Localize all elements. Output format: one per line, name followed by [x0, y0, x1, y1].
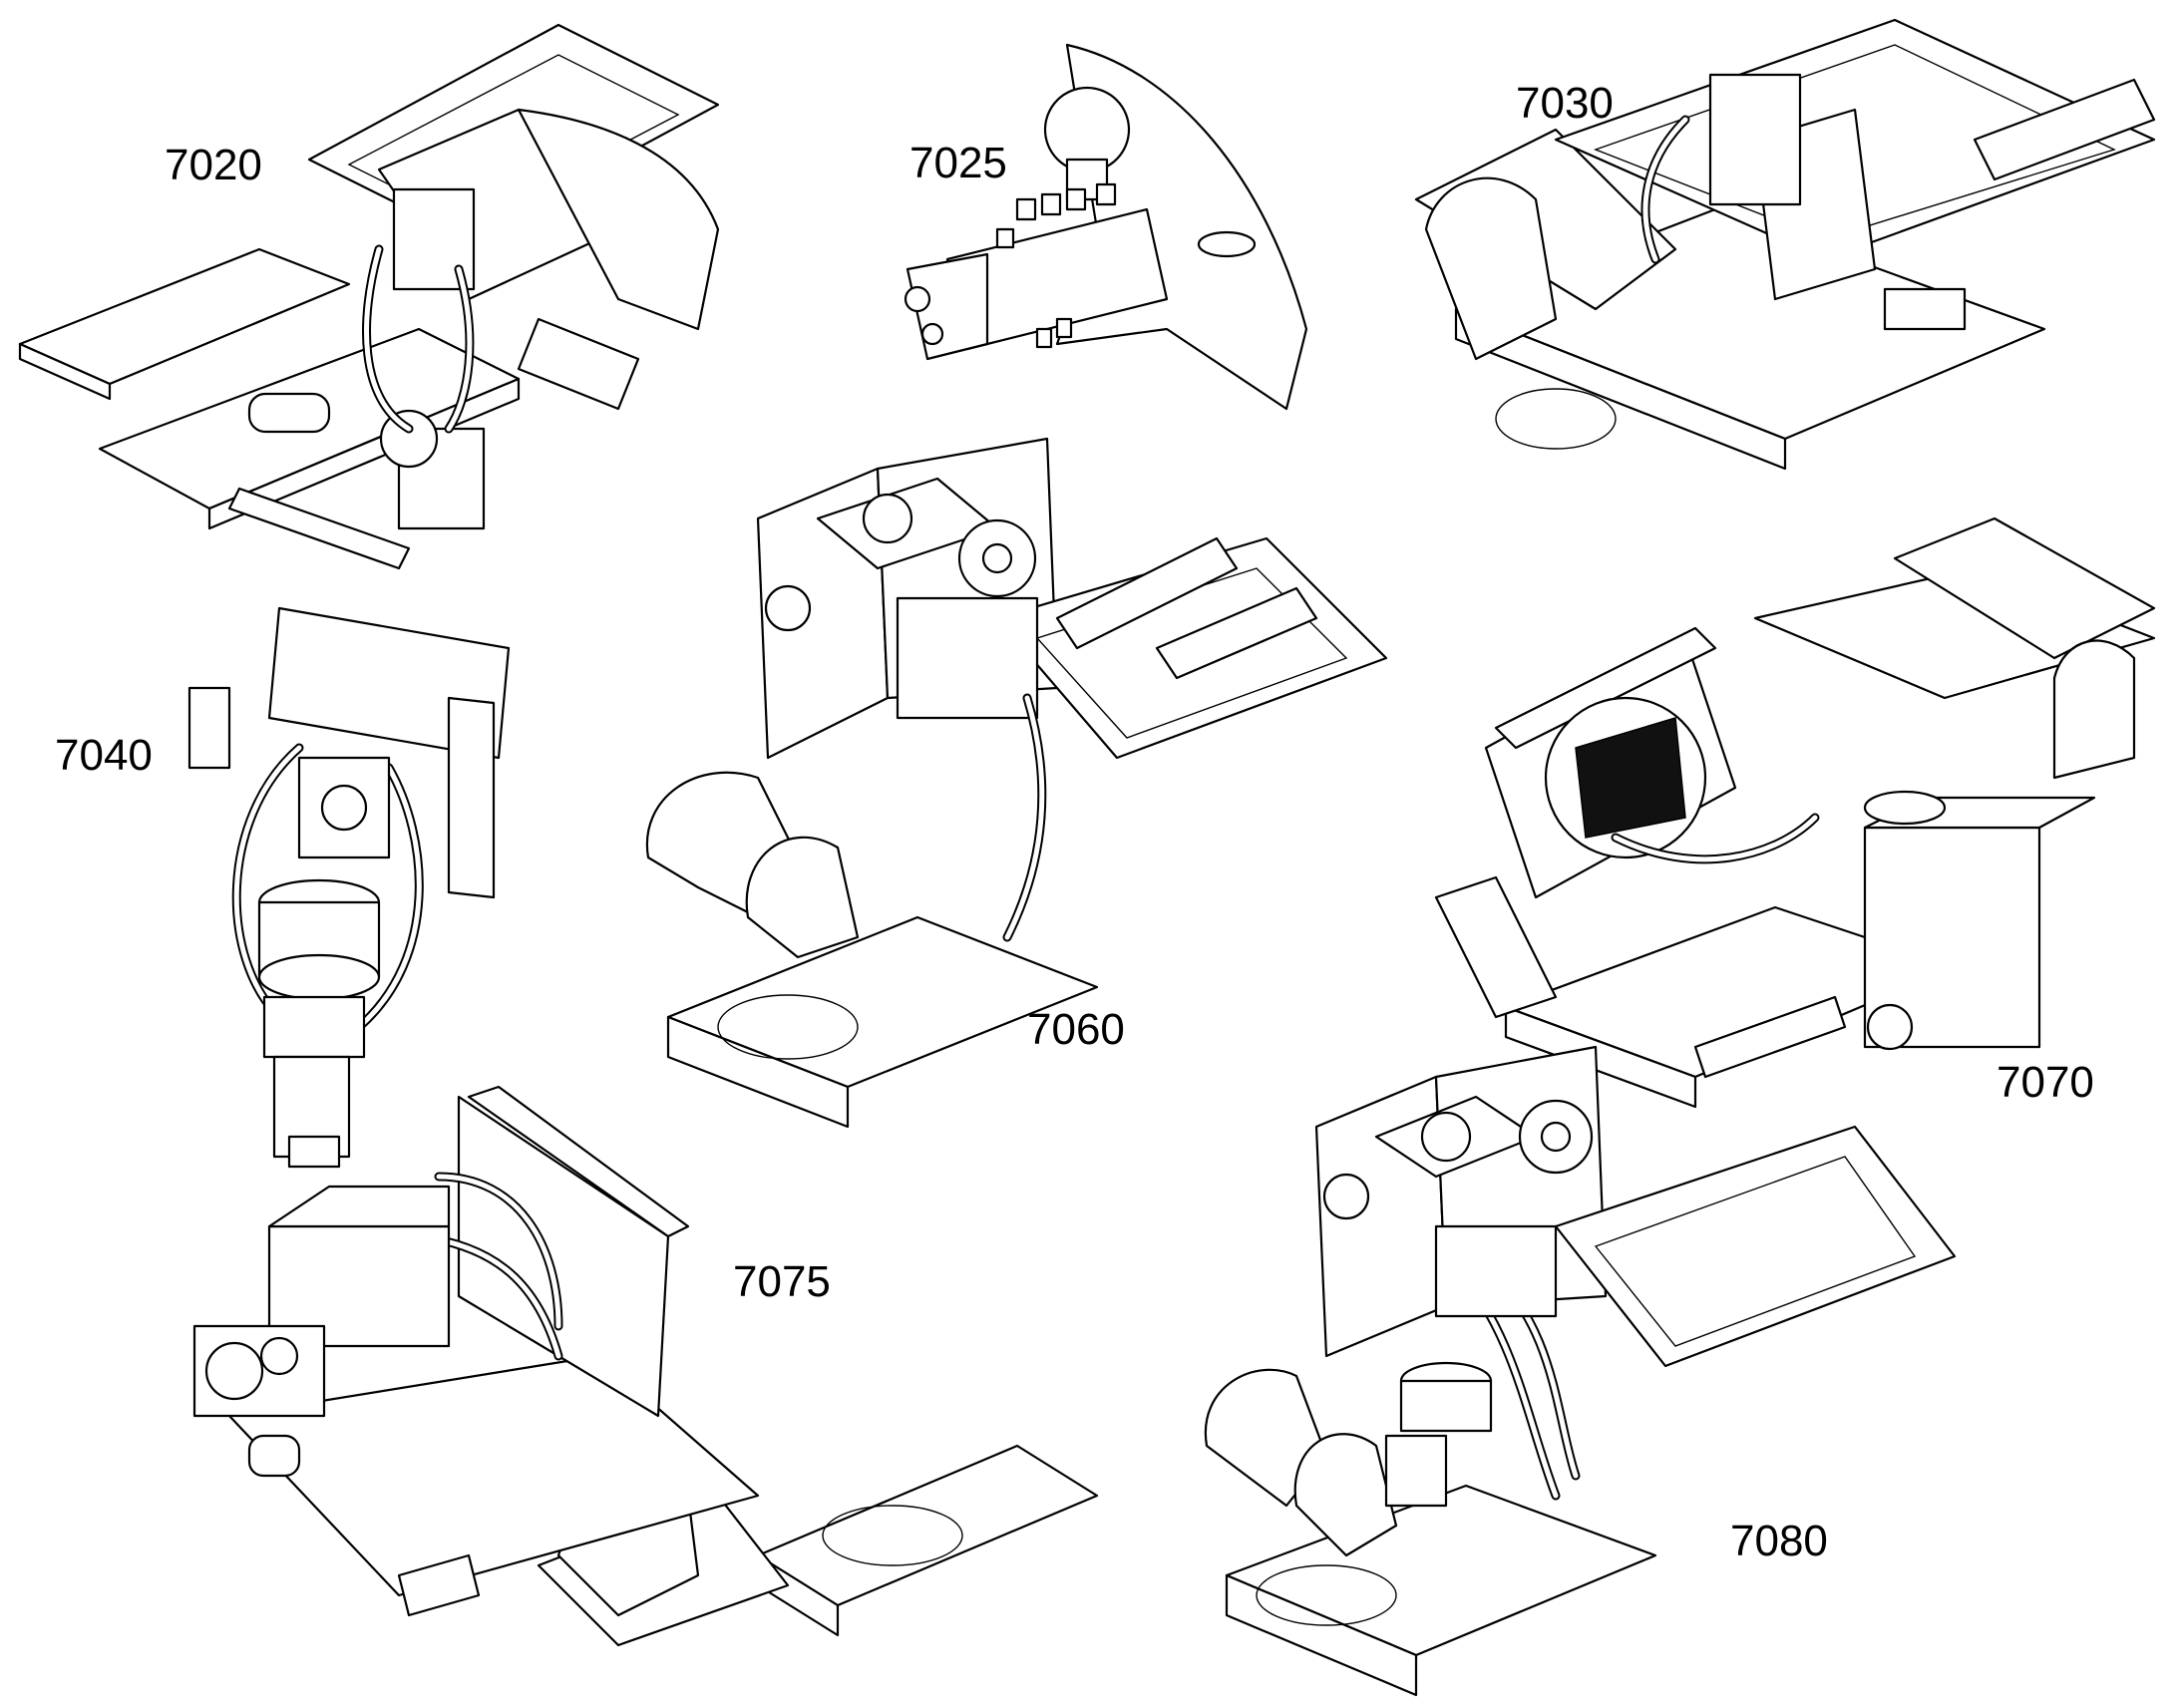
assembly-7030-illustration — [1414, 18, 2156, 471]
callout-7020: 7020 — [165, 141, 262, 189]
callout-7025: 7025 — [909, 139, 1007, 187]
callout-7070: 7070 — [1997, 1058, 2094, 1107]
assembly-7075-illustration — [192, 1085, 1099, 1647]
assembly-7040-illustration — [187, 606, 511, 1169]
assembly-7070-illustration — [1434, 516, 2156, 1109]
assembly-7025-illustration — [904, 43, 1308, 411]
callout-7040: 7040 — [55, 731, 153, 780]
assembly-7020-illustration — [18, 23, 720, 570]
assembly-7080-illustration — [1204, 1045, 1957, 1697]
callout-7030: 7030 — [1516, 79, 1614, 128]
callout-7060: 7060 — [1027, 1005, 1125, 1054]
callout-7080: 7080 — [1730, 1517, 1828, 1565]
callout-7075: 7075 — [733, 1257, 831, 1306]
assembly-7060-illustration — [645, 437, 1388, 1129]
